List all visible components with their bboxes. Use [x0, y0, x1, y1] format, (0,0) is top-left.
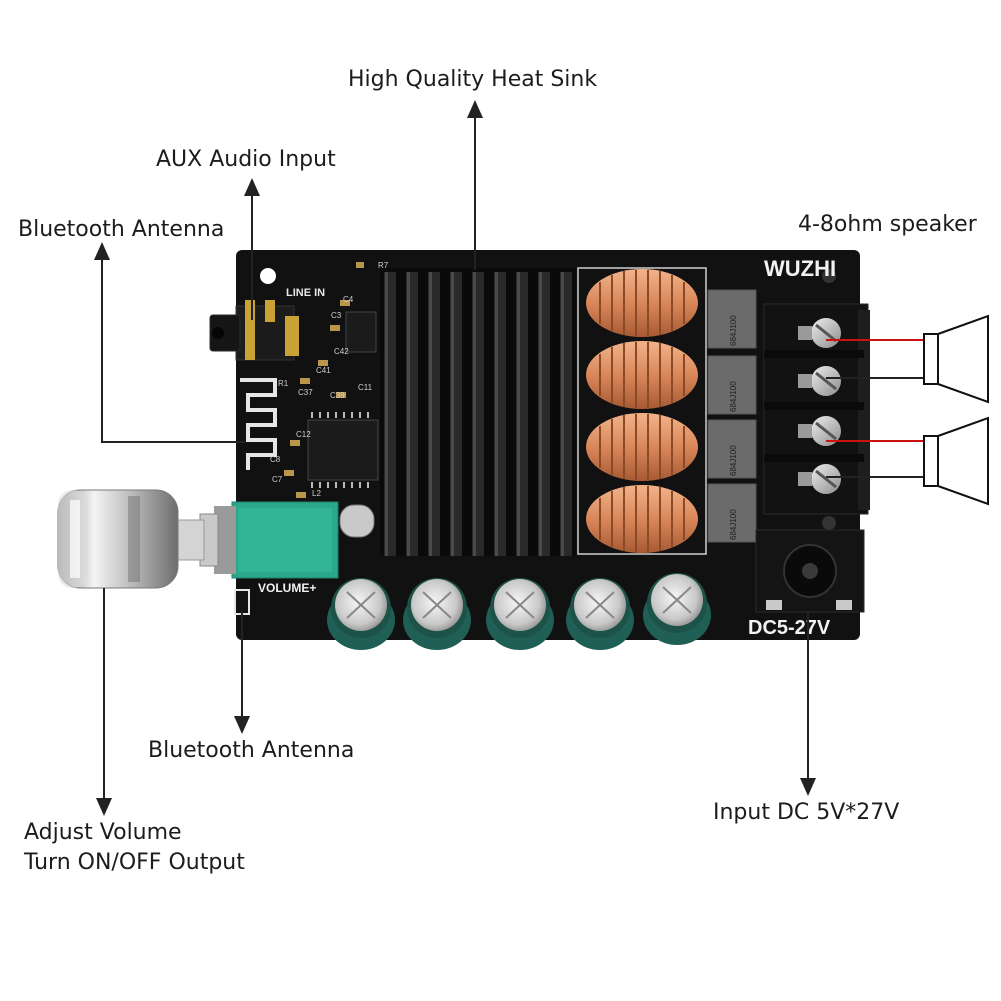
inductor	[586, 485, 698, 553]
film-capacitor: 684J100	[707, 419, 757, 479]
brand-silkscreen: WUZHI	[764, 256, 836, 281]
silkscreen-c7: C7	[272, 475, 283, 484]
svg-text:684J100: 684J100	[729, 381, 738, 412]
mounting-hole	[822, 269, 836, 283]
input-dc-label: Input DC 5V*27V	[713, 800, 900, 825]
silkscreen-c37: C37	[298, 388, 313, 397]
line-in-silkscreen: LINE IN	[286, 287, 325, 299]
heat-sink-label: High Quality Heat Sink	[348, 67, 598, 92]
silkscreen-r1: R1	[278, 379, 289, 388]
terminal-screw	[798, 464, 841, 494]
aux-input-label: AUX Audio Input	[156, 147, 336, 172]
film-capacitor: 684J100	[707, 289, 757, 349]
svg-text:684J100: 684J100	[729, 315, 738, 346]
silkscreen-c41: C41	[316, 366, 331, 375]
svg-text:684J100: 684J100	[729, 509, 738, 540]
svg-text:684J100: 684J100	[729, 445, 738, 476]
silkscreen-c8: C8	[270, 455, 281, 464]
speaker-icon	[923, 314, 989, 404]
mounting-hole	[822, 516, 836, 530]
silkscreen-c42: C42	[334, 347, 349, 356]
electrolytic-capacitor	[327, 578, 395, 650]
silkscreen-r7: R7	[378, 261, 389, 270]
bluetooth-antenna-trace	[240, 378, 277, 470]
dc-rating-silkscreen: DC5-27V	[748, 617, 831, 639]
silkscreen-l2: L2	[312, 489, 321, 498]
aux-jack	[209, 300, 299, 361]
bluetooth-chip	[307, 419, 379, 481]
crystal-oscillator	[339, 504, 375, 538]
film-capacitor: 684J100	[707, 483, 757, 543]
silkscreen-c39: C39	[330, 391, 345, 400]
silkscreen-c11: C11	[358, 383, 373, 392]
silkscreen-c4: C4	[343, 295, 354, 304]
inductor	[586, 413, 698, 481]
silkscreen-c12: C12	[296, 430, 311, 439]
volume-knob	[57, 489, 179, 589]
terminal-screw	[798, 416, 841, 446]
electrolytic-capacitor	[643, 573, 711, 645]
electrolytic-capacitor	[486, 578, 554, 650]
bluetooth-antenna-top-label: Bluetooth Antenna	[18, 217, 225, 242]
adjust-volume-label: Adjust Volume	[24, 820, 182, 845]
potentiometer	[173, 501, 339, 579]
bluetooth-antenna-top-arrow	[94, 242, 245, 443]
electrolytic-capacitor	[403, 578, 471, 650]
terminal-screw	[798, 366, 841, 396]
dc-barrel-jack	[755, 529, 865, 613]
silkscreen-c3: C3	[331, 311, 342, 320]
turn-on-off-label: Turn ON/OFF Output	[24, 850, 245, 875]
electrolytic-capacitor	[566, 578, 634, 650]
film-capacitor: 684J100	[707, 355, 757, 415]
inductor-outline	[577, 267, 707, 555]
audio-chip	[345, 311, 377, 353]
smd-components	[284, 262, 364, 498]
bluetooth-antenna-bottom-label: Bluetooth Antenna	[148, 738, 355, 763]
heat-sink	[380, 268, 576, 556]
inductor	[586, 341, 698, 409]
inductor	[586, 269, 698, 337]
speaker-icon	[923, 416, 989, 506]
mounting-hole	[260, 268, 276, 284]
volume-silkscreen: VOLUME+	[258, 581, 316, 595]
speaker-label: 4-8ohm speaker	[798, 212, 977, 237]
